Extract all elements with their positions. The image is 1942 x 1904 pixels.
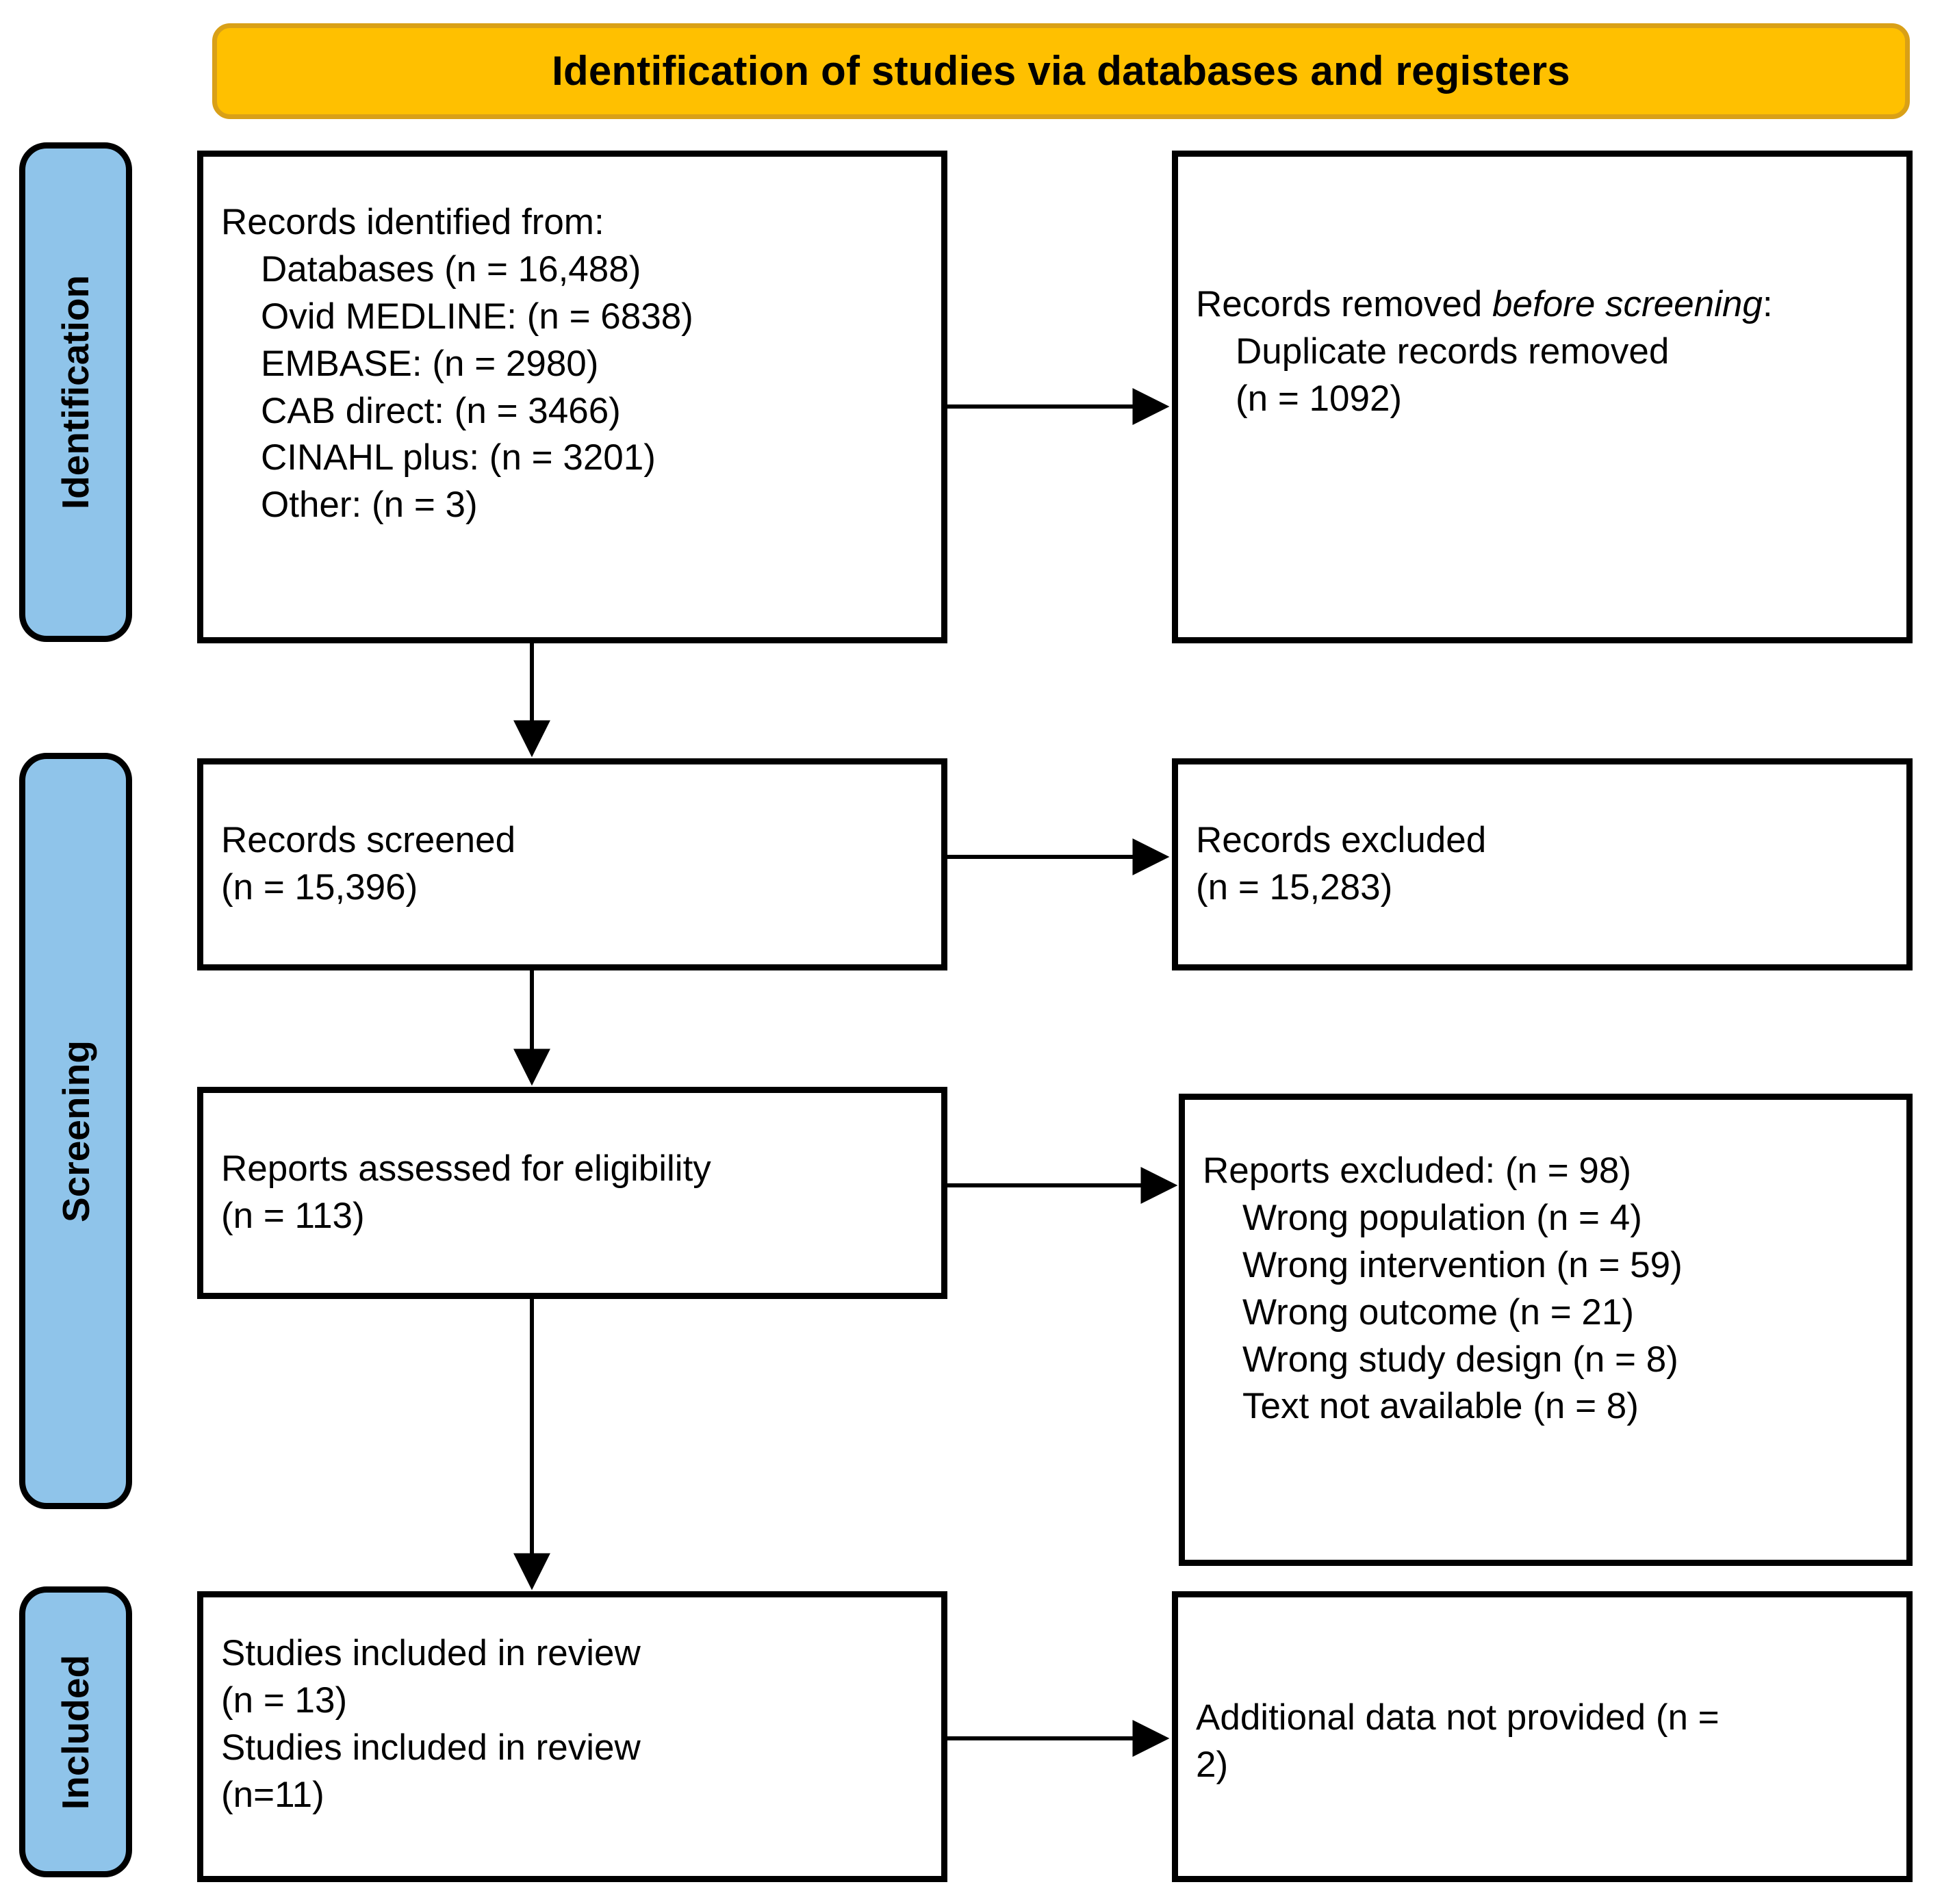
box-line: Additional data not provided (n =	[1196, 1697, 1720, 1738]
page-title: Identification of studies via databases …	[552, 48, 1570, 94]
diagram-header-banner: Identification of studies via databases …	[212, 23, 1910, 119]
stage-label-included-text: Included	[54, 1654, 97, 1810]
box-records-screened: Records screened (n = 15,396)	[197, 758, 947, 970]
box-line: Studies included in review	[221, 1633, 641, 1673]
box-studies-included-in-review: Studies included in review (n = 13) Stud…	[197, 1591, 947, 1882]
box-line: (n = 13)	[221, 1680, 348, 1721]
box-line: Wrong outcome (n = 21)	[1242, 1291, 1635, 1333]
box-line: CAB direct: (n = 3466)	[261, 390, 621, 431]
box-reports-excluded: Reports excluded: (n = 98) Wrong populat…	[1179, 1094, 1913, 1566]
box-line: Duplicate records removed	[1236, 331, 1670, 372]
box-line: 2)	[1196, 1744, 1229, 1785]
box-line: Records screened	[221, 820, 516, 861]
box-reports-assessed-for-eligibility: Reports assessed for eligibility (n = 11…	[197, 1087, 947, 1299]
box-line: Text not available (n = 8)	[1242, 1386, 1639, 1427]
stage-label-identification-text: Identification	[54, 274, 97, 510]
box-line: (n = 113)	[221, 1196, 365, 1236]
box-line: Wrong study design (n = 8)	[1242, 1339, 1678, 1380]
stage-label-screening: Screening	[19, 753, 132, 1509]
box-line: Databases (n = 16,488)	[261, 248, 641, 290]
box-records-identified: Records identified from: Databases (n = …	[197, 151, 947, 643]
box-heading-suffix: :	[1762, 284, 1773, 324]
box-line: Reports assessed for eligibility	[221, 1148, 711, 1189]
stage-label-identification: Identification	[19, 142, 132, 642]
box-line: (n = 15,283)	[1196, 867, 1393, 908]
box-line: (n = 15,396)	[221, 867, 418, 908]
box-heading: Records removed before screening:	[1196, 281, 1889, 329]
box-line: Wrong population (n = 4)	[1242, 1197, 1642, 1238]
box-line: EMBASE: (n = 2980)	[261, 343, 599, 384]
box-line: Studies included in review	[221, 1727, 641, 1768]
box-additional-data-not-provided: Additional data not provided (n = 2)	[1172, 1591, 1913, 1882]
stage-label-included: Included	[19, 1586, 132, 1877]
box-line: (n = 1092)	[1236, 378, 1403, 419]
box-heading-italic: before screening	[1492, 284, 1763, 324]
stage-label-screening-text: Screening	[54, 1040, 97, 1222]
box-line: Ovid MEDLINE: (n = 6838)	[261, 296, 693, 337]
box-records-excluded: Records excluded (n = 15,283)	[1172, 758, 1913, 970]
box-line: Other: (n = 3)	[261, 485, 478, 526]
box-line: CINAHL plus: (n = 3201)	[261, 437, 656, 478]
box-records-removed-before-screening: Records removed before screening: Duplic…	[1172, 151, 1913, 643]
box-line: Wrong intervention (n = 59)	[1242, 1244, 1683, 1285]
box-line: (n=11)	[221, 1774, 324, 1815]
box-heading-prefix: Records removed	[1196, 284, 1493, 324]
box-line: Records identified from:	[221, 202, 604, 242]
box-line: Records excluded	[1196, 820, 1487, 861]
box-line: Reports excluded: (n = 98)	[1203, 1150, 1632, 1191]
